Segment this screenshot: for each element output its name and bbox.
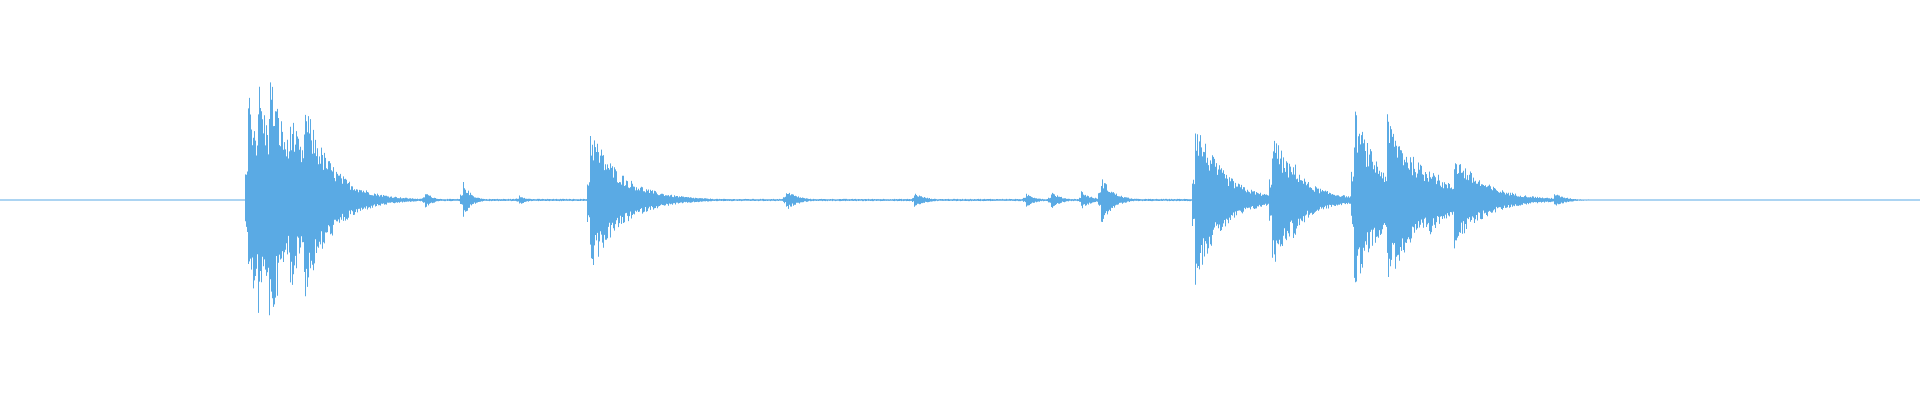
waveform-samples <box>245 82 1589 316</box>
waveform-envelope <box>245 82 1589 316</box>
